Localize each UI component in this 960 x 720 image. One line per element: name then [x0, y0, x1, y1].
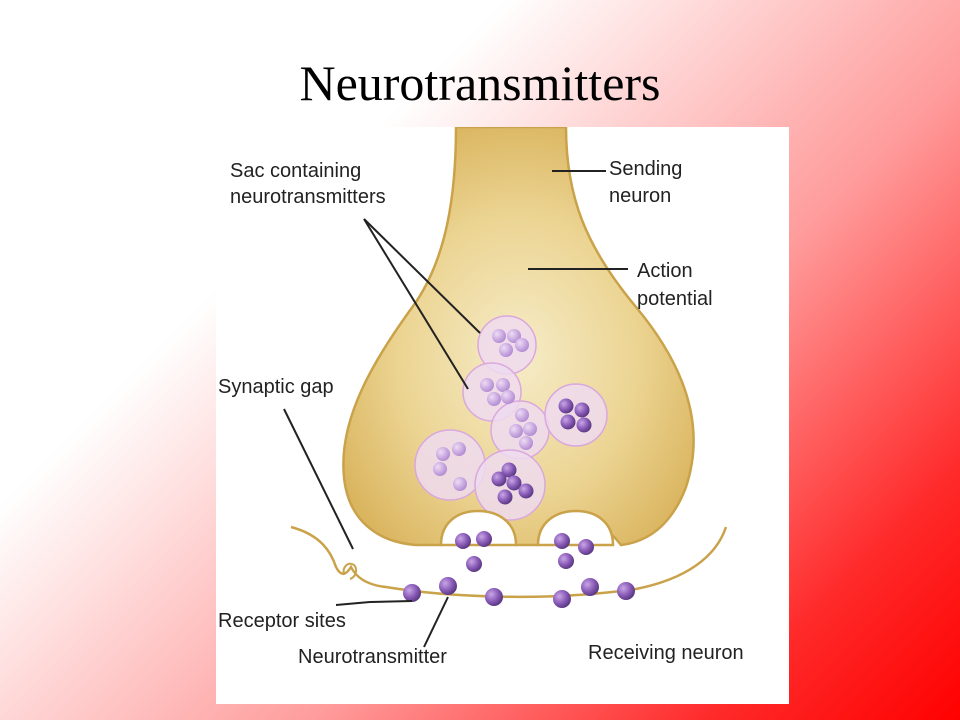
- neurotransmitter-dot: [509, 424, 523, 438]
- label-action-line2: potential: [637, 288, 713, 310]
- neurotransmitter-dot: [553, 590, 571, 608]
- synapse-diagram-svg: Sac containing neurotransmitters Sending…: [218, 127, 744, 668]
- neurotransmitter-dot: [554, 533, 570, 549]
- receptor-site-bump: [342, 562, 358, 580]
- neurotransmitter-dot: [501, 462, 517, 478]
- label-synaptic-gap: Synaptic gap: [218, 376, 334, 398]
- neurotransmitter-dot: [466, 556, 482, 572]
- leader-line: [369, 600, 413, 603]
- neurotransmitter-dot: [576, 417, 592, 433]
- neurotransmitter-dot: [507, 329, 521, 343]
- neurotransmitter-dot: [578, 539, 594, 555]
- neurotransmitter-dot: [499, 343, 513, 357]
- neurotransmitter-dot: [501, 390, 515, 404]
- leader-lines: [283, 170, 628, 648]
- neurotransmitter-dot: [476, 531, 492, 547]
- vesicle: [414, 429, 486, 501]
- label-receiving-neuron: Receiving neuron: [588, 642, 744, 664]
- neurotransmitter-dot: [558, 553, 574, 569]
- neurotransmitter-dot: [515, 338, 529, 352]
- neurotransmitter-dot: [452, 442, 466, 456]
- neurotransmitter-dot: [480, 378, 494, 392]
- slide-title: Neurotransmitters: [299, 55, 661, 111]
- neurotransmitter-dot: [519, 436, 533, 450]
- synapse-diagram: Sac containing neurotransmitters Sending…: [216, 127, 789, 704]
- leader-line: [335, 601, 371, 606]
- leader-line: [423, 596, 449, 648]
- neurotransmitter-dot: [497, 489, 513, 505]
- label-action-line1: Action: [637, 260, 693, 282]
- receiving-neuron-membrane: [290, 525, 728, 599]
- neurotransmitter-dot: [492, 329, 506, 343]
- neurotransmitter-molecules: [403, 329, 635, 608]
- vesicle: [544, 383, 608, 447]
- neurotransmitter-dot: [506, 475, 522, 491]
- neurotransmitter-dot: [518, 483, 534, 499]
- neurotransmitter-dot: [436, 447, 450, 461]
- label-receptor-sites: Receptor sites: [218, 610, 346, 632]
- neurotransmitter-dot: [439, 577, 457, 595]
- label-neurotransmitter: Neurotransmitter: [298, 646, 447, 668]
- leader-line: [363, 218, 469, 390]
- neurotransmitter-dot: [560, 414, 576, 430]
- neurotransmitter-dot: [455, 533, 471, 549]
- neurotransmitter-dot: [558, 398, 574, 414]
- neurotransmitter-dot: [433, 462, 447, 476]
- neurotransmitter-dot: [485, 588, 503, 606]
- label-sac-line1: Sac containing: [230, 160, 361, 182]
- leader-line: [363, 218, 481, 334]
- neurotransmitter-dot: [403, 584, 421, 602]
- leader-line: [283, 408, 354, 550]
- neurotransmitter-dot: [487, 392, 501, 406]
- label-sending-line1: Sending: [609, 158, 682, 180]
- neurotransmitter-dot: [574, 402, 590, 418]
- neurotransmitter-dot: [515, 408, 529, 422]
- neurotransmitter-dot: [617, 582, 635, 600]
- neurotransmitter-dot: [491, 471, 507, 487]
- neurotransmitter-dot: [523, 422, 537, 436]
- neurotransmitter-dot: [496, 378, 510, 392]
- neurotransmitter-dot: [581, 578, 599, 596]
- label-sending-line2: neuron: [609, 185, 671, 207]
- label-sac-line2: neurotransmitters: [230, 186, 386, 208]
- neurotransmitter-dot: [453, 477, 467, 491]
